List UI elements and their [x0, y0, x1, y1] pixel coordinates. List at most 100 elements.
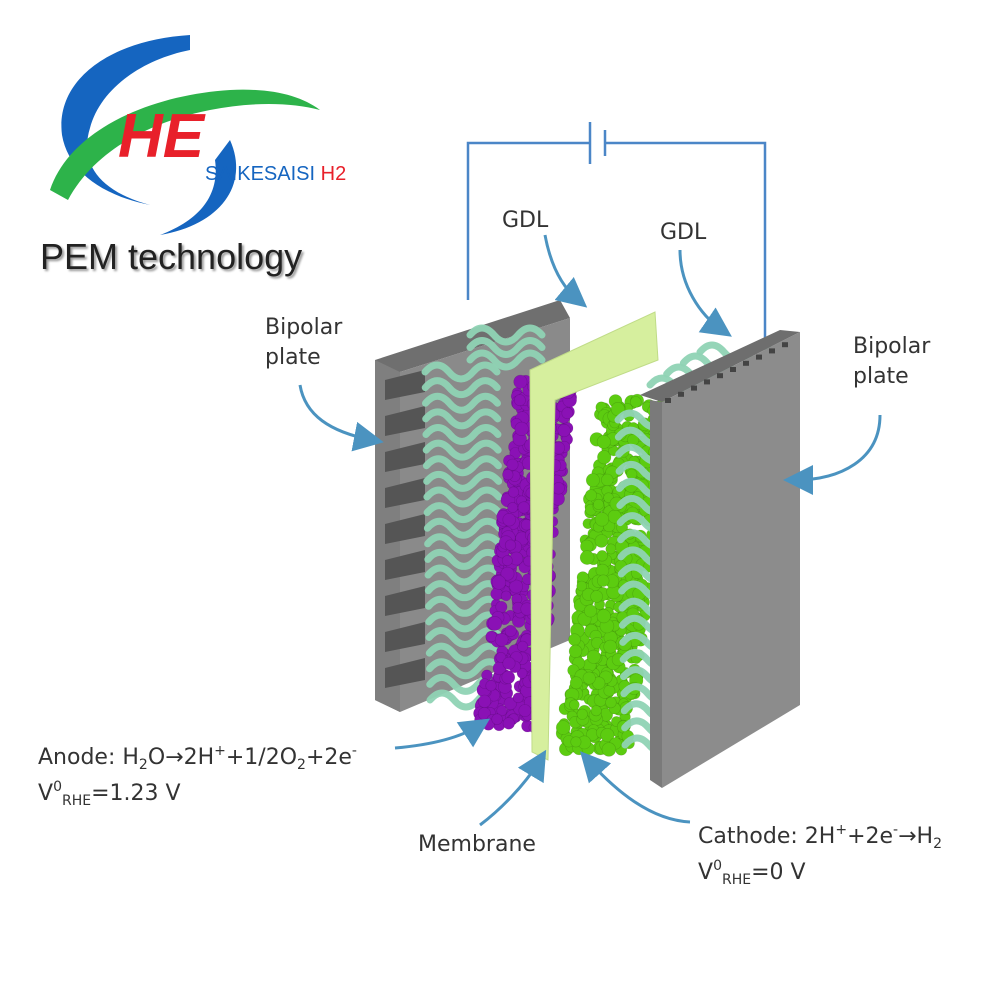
anode-particle: [514, 421, 529, 437]
anode-particle: [507, 486, 520, 498]
anode-particle: [509, 579, 523, 594]
cathode-eq-sup-2: -: [893, 822, 899, 838]
plate-hole: [756, 354, 762, 360]
label-anode-potential: V0RHE=1.23 V: [38, 772, 181, 816]
arrow-gdl-right: [678, 249, 732, 337]
arrow-anode: [394, 718, 491, 750]
label-bipolar-right-line1: Bipolar: [853, 334, 931, 359]
gdl-fiber: [466, 349, 546, 371]
plate-hole: [678, 391, 684, 397]
anode-eq-text-2: O→2H: [147, 745, 215, 770]
cathode-eq-sub-1: 2: [933, 836, 942, 852]
cathode-eq-text-2: +2e: [847, 824, 894, 849]
anode-particle: [504, 624, 517, 637]
anode-particle: [494, 632, 509, 647]
anode-particle: [477, 694, 492, 708]
plate-hole: [782, 342, 788, 348]
left-gdl-fibers: [421, 324, 546, 711]
arrow-bipolar-left: [298, 384, 384, 452]
gdl-fiber: [423, 470, 503, 492]
cathode-particle: [600, 728, 615, 743]
anode-particle: [503, 696, 517, 711]
cathode-particle: [590, 705, 602, 717]
anode-particle: [500, 566, 515, 581]
label-bipolar-right: Bipolar plate: [853, 332, 930, 392]
cathode-particle: [586, 649, 601, 664]
cathode-particle: [601, 473, 614, 487]
cathode-particle: [584, 489, 597, 502]
cathode-pot-sub: RHE: [721, 872, 752, 888]
anode-particle: [512, 692, 524, 704]
cathode-particle: [601, 742, 617, 757]
cathode-particle: [579, 550, 595, 565]
cathode-particle: [582, 671, 596, 685]
cathode-eq-text-3: →H: [898, 824, 934, 849]
anode-particle: [561, 407, 574, 420]
label-bipolar-right-line2: plate: [853, 364, 909, 389]
anode-particle: [491, 713, 503, 725]
cathode-particle: [597, 450, 612, 465]
anode-particle: [518, 704, 532, 717]
anode-pot-sub: RHE: [61, 793, 92, 809]
plate-hole: [730, 367, 736, 372]
cathode-particle: [596, 574, 610, 587]
label-bipolar-left-line2: plate: [265, 345, 321, 370]
gdl-fiber: [466, 324, 546, 346]
gdl-fiber: [425, 642, 505, 664]
logo-swoosh-blue-lower: [160, 140, 237, 235]
plate-channel: [385, 478, 425, 508]
anode-particle: [507, 502, 519, 513]
cathode-pot-value: =0 V: [751, 860, 806, 885]
anode-particle: [491, 575, 507, 590]
anode-pot-sup: 0: [53, 779, 62, 795]
anode-particle: [501, 555, 513, 566]
anode-particle: [495, 652, 507, 663]
anode-eq-sub-2: 2: [297, 757, 306, 773]
gdl-fiber: [424, 533, 504, 555]
plate-hole: [665, 398, 671, 403]
logo-tagline: SAIKESAISI H2: [205, 163, 346, 186]
plate-hole: [704, 379, 710, 385]
gdl-fiber: [422, 455, 502, 477]
plate-channel: [385, 370, 425, 400]
cathode-particle: [555, 720, 571, 735]
logo-tagline-main: SAIKESAISI: [205, 163, 316, 185]
cathode-pot-sup: 0: [713, 858, 722, 874]
gdl-fiber: [423, 517, 503, 539]
plate-channels: [385, 370, 425, 688]
cathode-particle: [605, 543, 617, 555]
anode-pot-value: =1.23 V: [91, 781, 181, 806]
cathode-particle: [603, 684, 616, 697]
cathode-particle: [594, 534, 609, 548]
cathode-particle: [568, 644, 583, 658]
anode-pot-v: V: [38, 781, 54, 806]
anode-particle: [487, 616, 503, 631]
label-cathode-equation: Cathode: 2H++2e-→H2: [698, 815, 942, 859]
anode-eq-text-1: Anode: H: [38, 745, 139, 770]
anode-eq-sub-1: 2: [138, 757, 148, 773]
cathode-particle: [605, 696, 617, 709]
gdl-fiber: [426, 658, 506, 680]
plate-channel: [385, 586, 425, 616]
anode-particle: [552, 482, 565, 495]
cathode-particle: [596, 608, 611, 624]
anode-particle: [501, 670, 516, 685]
anode-particle: [490, 587, 504, 601]
anode-particle: [506, 458, 519, 471]
cathode-particle: [596, 434, 611, 449]
anode-particle: [502, 717, 515, 730]
logo-subtitle: PEM technology: [40, 236, 303, 277]
plate-channel: [385, 406, 425, 436]
label-bipolar-left-line1: Bipolar: [265, 315, 343, 340]
anode-particle: [513, 374, 528, 389]
anode-eq-text-4: +2e: [305, 745, 352, 770]
anode-particle: [496, 705, 508, 717]
plate-hole: [691, 385, 697, 391]
plate-hole: [769, 348, 775, 354]
cathode-particle: [590, 590, 603, 603]
cathode-particle: [585, 473, 600, 488]
gdl-fiber: [425, 595, 505, 617]
anode-eq-sup-2: -: [351, 743, 357, 759]
arrow-cathode: [579, 751, 691, 824]
